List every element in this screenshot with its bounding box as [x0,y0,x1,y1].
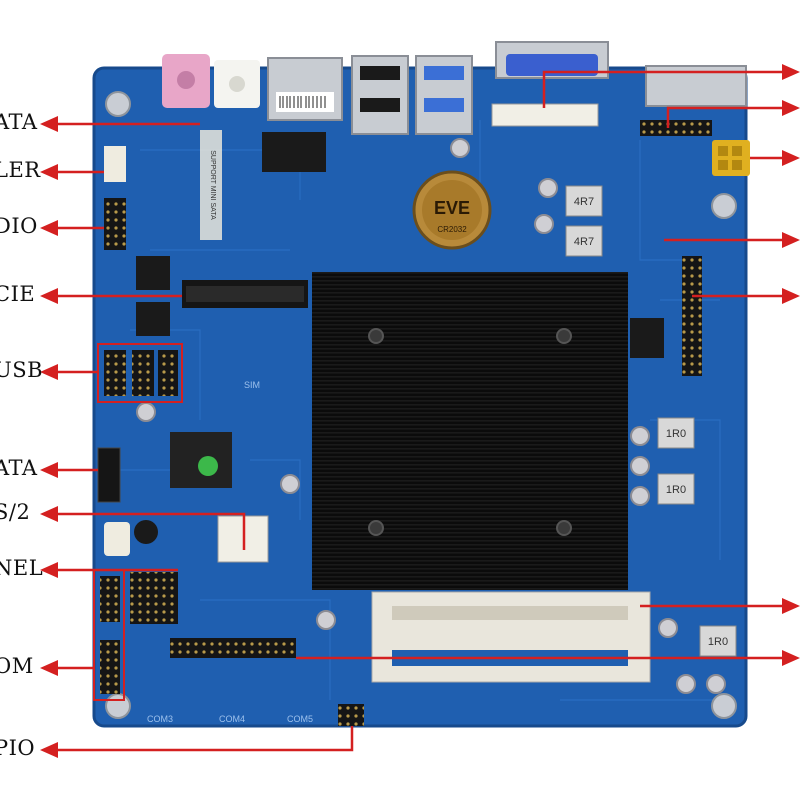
label-com: OM [0,654,34,678]
audio-header [104,198,126,250]
com-silk-label: COM3 [147,714,173,724]
label-gpio: PIO [0,736,36,760]
label-usb: USB [0,358,44,382]
mount-hole [105,91,131,117]
chip [136,256,170,290]
mount-hole [711,693,737,719]
chip [630,318,664,358]
inductor-label: 4R7 [574,196,594,208]
usb-header [158,350,178,396]
label-ps2: S/2 [0,500,31,524]
left-arrows [52,122,354,752]
arrow-left-icon [52,512,246,550]
arrow-right-icon [666,106,788,128]
com-silk-label: COM4 [219,714,245,724]
inductors: 4R7 4R7 1R0 1R0 1R0 [565,185,737,657]
chip [136,302,170,336]
usb-header [104,350,126,396]
chip [262,132,326,172]
battery-brand: EVE [434,198,470,218]
com-silk-label: COM5 [287,714,313,724]
gpio-header [338,704,364,726]
mount-hole [105,693,131,719]
label-audio: DIO [0,214,38,238]
inductor-label: 1R0 [666,428,686,440]
label-sata-top: ATA [0,110,38,134]
pin-header-top-right [640,120,712,136]
fan-connector [104,146,126,182]
com-header [100,640,120,694]
usb-header [132,350,154,396]
right-arrows [296,70,788,660]
inductor-label: 1R0 [666,484,686,496]
sodimm-slot [371,591,651,683]
inductor-label: 4R7 [574,236,594,248]
sata-connector [97,447,121,503]
com-header [100,576,120,622]
inductor-label: 1R0 [708,636,728,648]
power-connector-yellow [712,140,750,176]
arrow-right-icon [542,70,788,108]
msata-silkscreen [200,130,222,240]
arrow-left-icon [52,726,354,752]
label-sata-mid: ATA [0,456,38,480]
lvds-header [170,638,296,658]
label-fan: LER [0,158,41,182]
mount-hole [711,193,737,219]
msata-silk-text: SUPPORT MINI SATA [209,150,216,220]
left-arrowheads [40,116,58,758]
battery-model: CR2032 [437,225,467,234]
sim-silk-text: SIM [244,380,260,390]
buzzer-disc [134,520,158,544]
label-panel: NEL [0,556,44,580]
capacitors [136,138,726,694]
cpu-heatsink [312,272,628,590]
panel-header [130,572,178,624]
buzzer [104,522,130,556]
right-header [682,256,702,376]
right-arrowheads [782,64,800,666]
label-pcie: CIE [0,282,36,306]
